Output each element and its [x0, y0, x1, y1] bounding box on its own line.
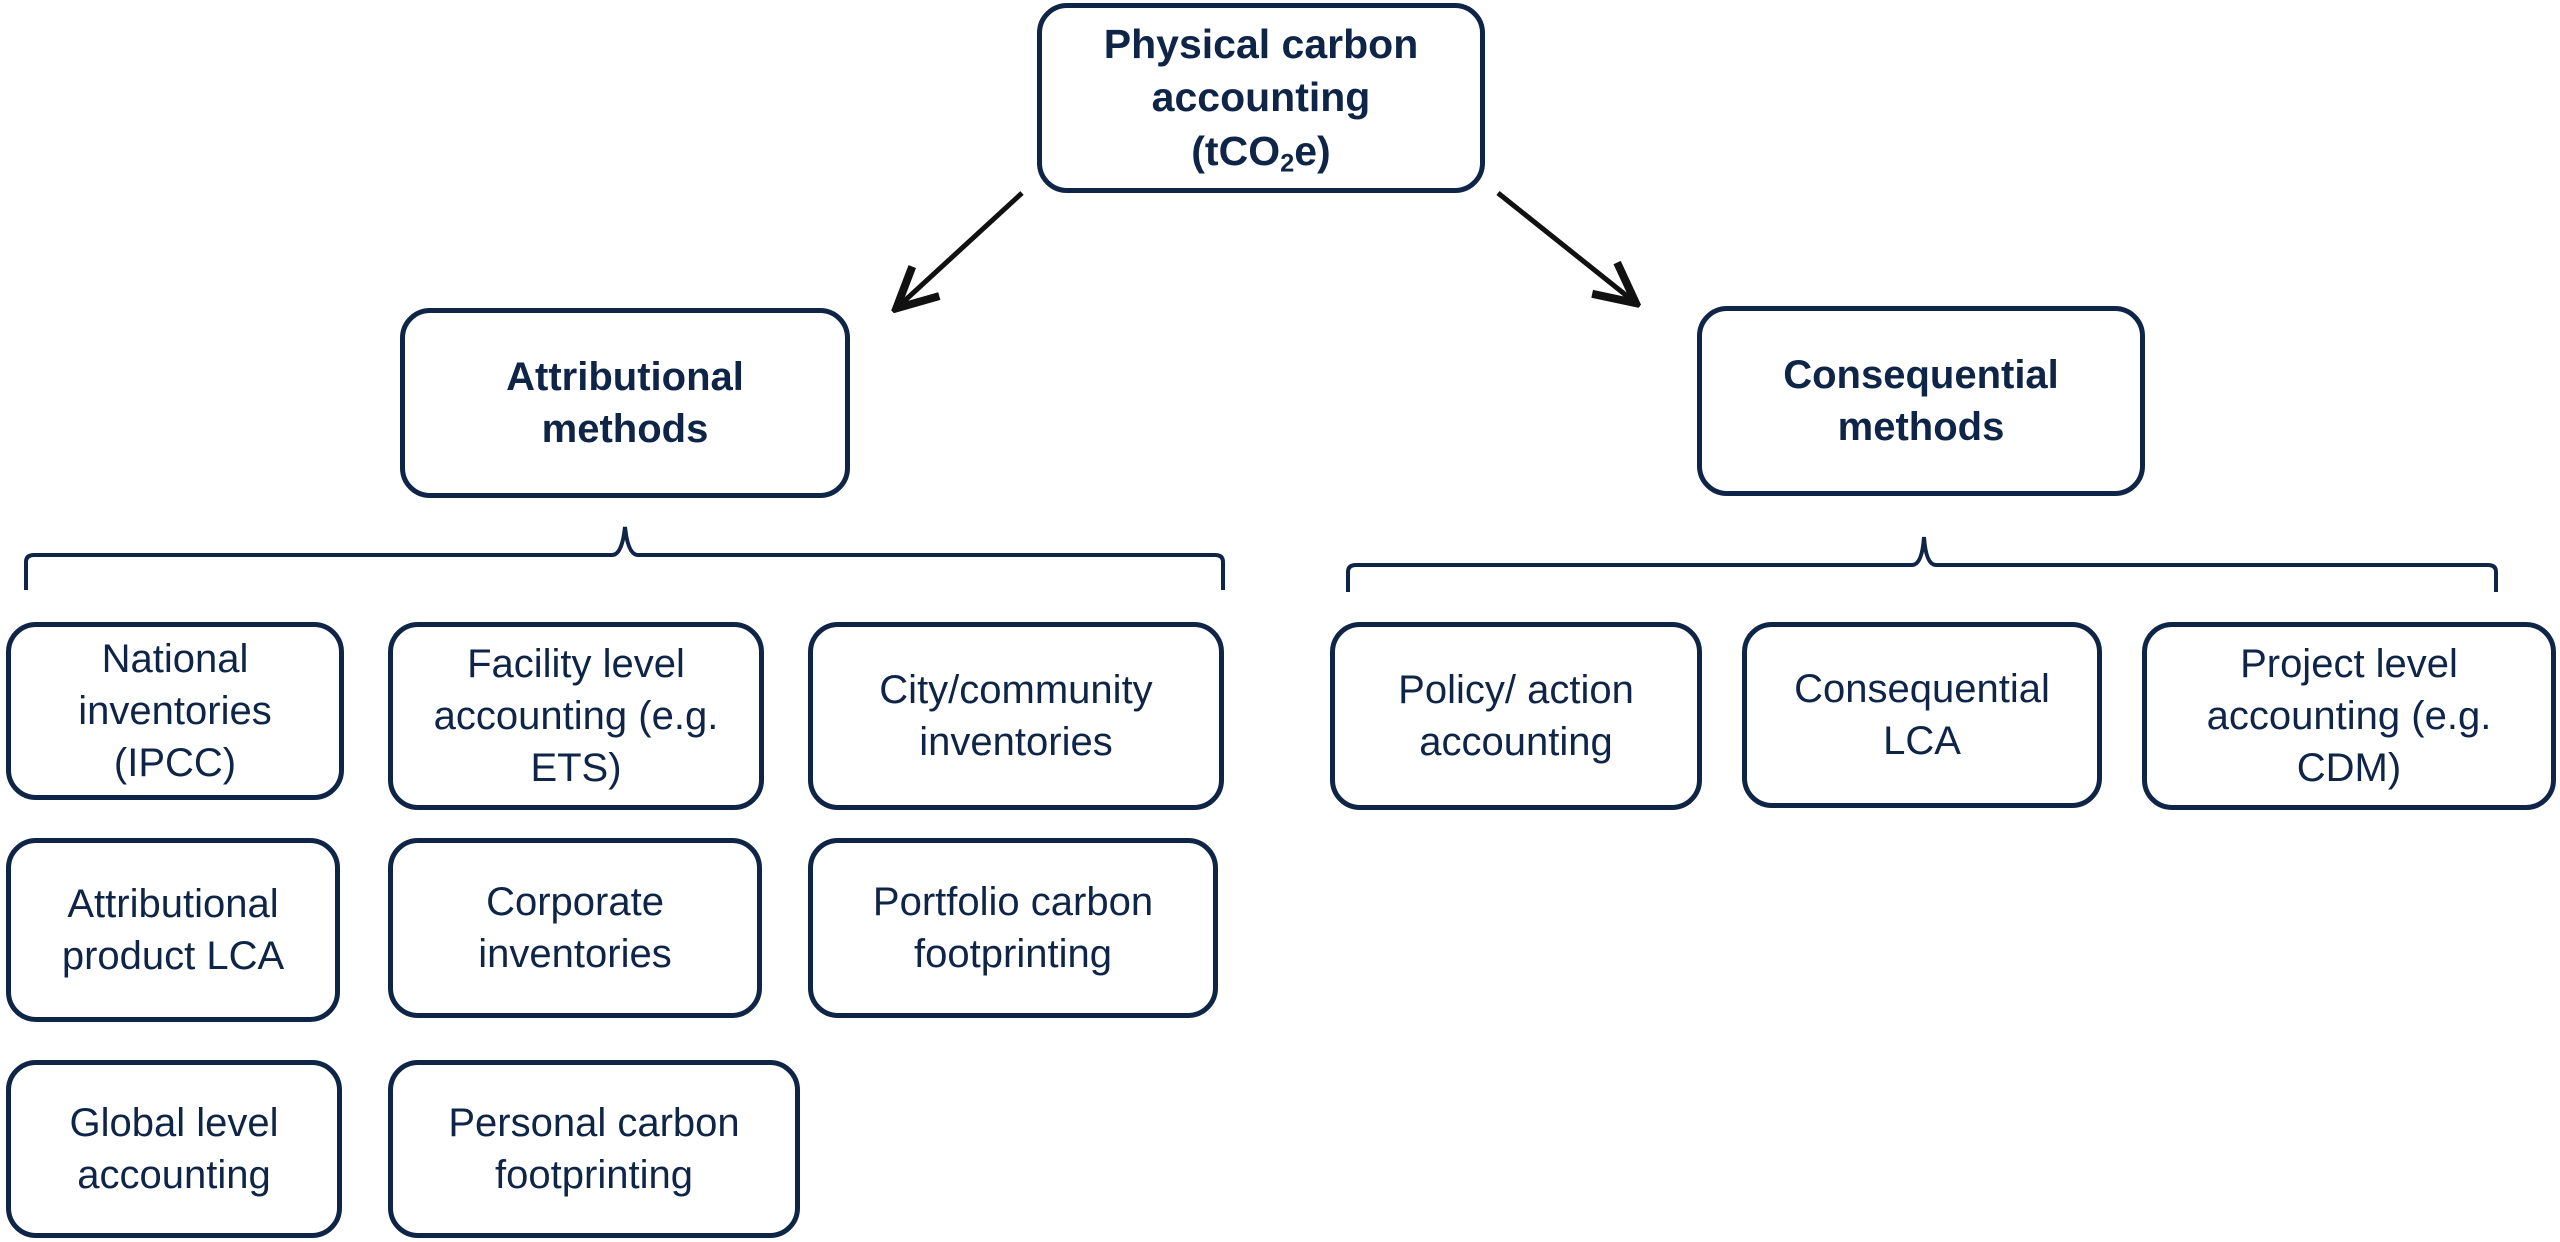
project-level-accounting-node: Project level accounting (e.g. CDM)	[2142, 622, 2556, 810]
corporate-inventories-node: Corporate inventories	[388, 838, 762, 1018]
city-community-inventories-node: City/community inventories	[808, 622, 1224, 810]
policy-action-accounting-node: Policy/ action accounting	[1330, 622, 1702, 810]
node-label: Consequential LCA	[1794, 667, 2050, 763]
root-node: Physical carbon accounting (tCO2e)	[1037, 3, 1485, 193]
root-label: Physical carbon accounting (tCO2e)	[1104, 18, 1418, 178]
node-label: Project level accounting (e.g. CDM)	[2206, 642, 2492, 790]
node-label: Personal carbon footprinting	[448, 1101, 740, 1197]
arrow-to-consequential	[1496, 191, 1632, 300]
node-label: City/community inventories	[879, 668, 1153, 764]
attributional-methods-label: Attributional methods	[506, 355, 744, 451]
consequential-methods-label: Consequential methods	[1783, 353, 2059, 449]
root-unit: (tCO2e)	[1191, 127, 1331, 177]
facility-level-accounting-node: Facility level accounting (e.g. ETS)	[388, 622, 764, 810]
node-label: Facility level accounting (e.g. ETS)	[433, 642, 719, 790]
root-line2: accounting	[1151, 74, 1371, 121]
brace-consequential	[1346, 536, 2498, 592]
personal-carbon-footprinting-node: Personal carbon footprinting	[388, 1060, 800, 1238]
node-label: Corporate inventories	[478, 880, 672, 976]
node-label: Portfolio carbon footprinting	[872, 880, 1154, 976]
global-level-accounting-node: Global level accounting	[6, 1060, 342, 1238]
consequential-methods-node: Consequential methods	[1697, 306, 2145, 496]
portfolio-carbon-footprinting-node: Portfolio carbon footprinting	[808, 838, 1218, 1018]
national-inventories-node: National inventories (IPCC)	[6, 622, 344, 800]
consequential-lca-node: Consequential LCA	[1742, 622, 2102, 808]
attributional-methods-node: Attributional methods	[400, 308, 850, 498]
arrow-to-attributional	[900, 191, 1024, 305]
attributional-product-lca-node: Attributional product LCA	[6, 838, 340, 1022]
brace-attributional	[24, 526, 1225, 590]
root-line1: Physical carbon	[1103, 21, 1419, 68]
node-label: Attributional product LCA	[61, 882, 285, 978]
node-label: Policy/ action accounting	[1398, 668, 1634, 764]
node-label: National inventories (IPCC)	[78, 637, 272, 785]
node-label: Global level accounting	[69, 1101, 279, 1197]
